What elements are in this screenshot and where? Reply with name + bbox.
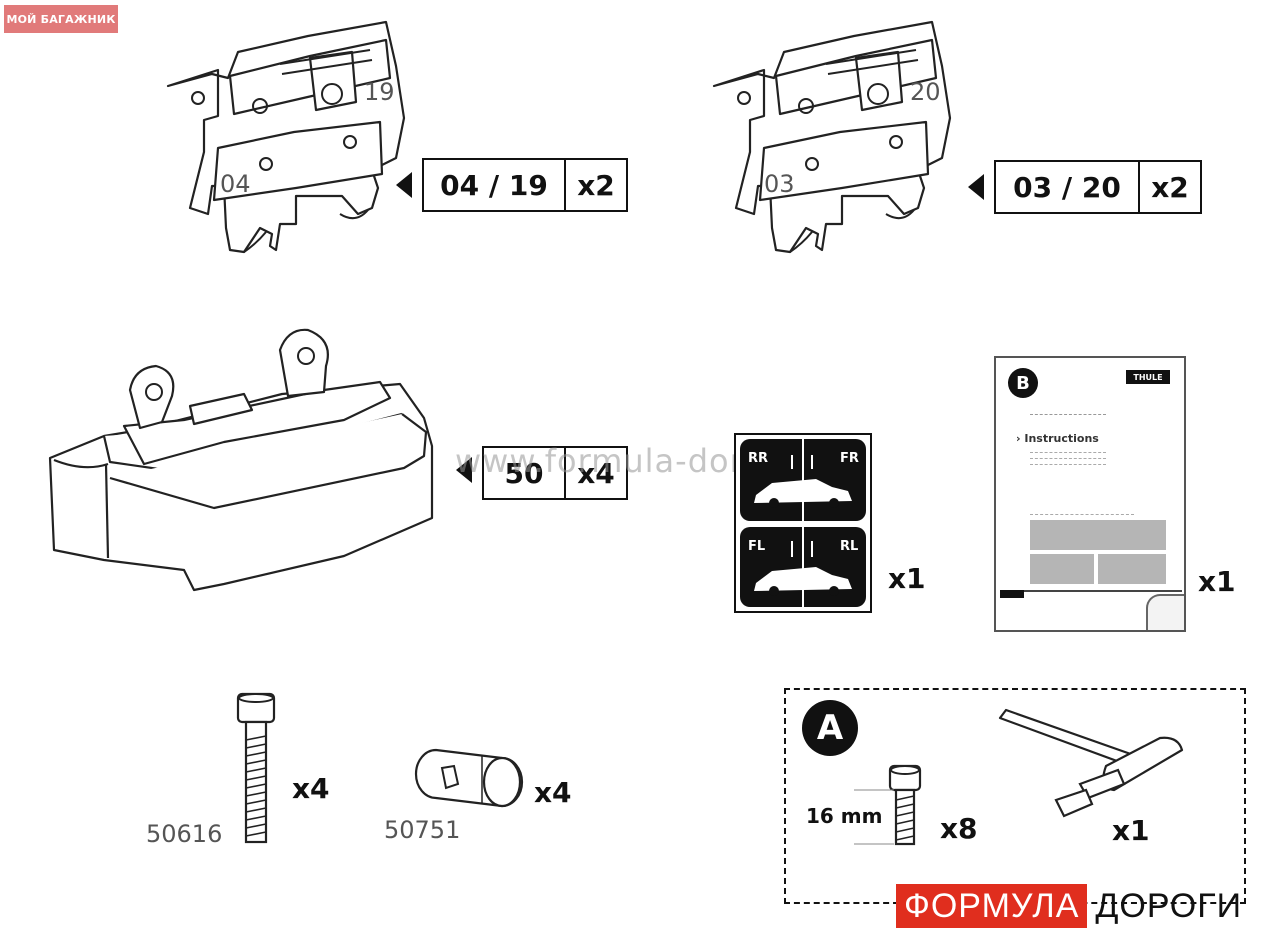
sticker-label-rr: RR xyxy=(748,451,769,466)
screw-icon xyxy=(854,764,922,846)
bracket-b-illustration xyxy=(712,20,952,254)
pointer-arrow-icon xyxy=(396,172,412,198)
bolt-icon xyxy=(236,692,276,844)
manual-heading: › Instructions xyxy=(1016,432,1099,445)
divider xyxy=(1030,414,1106,415)
bracket-a-label: 04 / 19 x2 xyxy=(422,158,628,212)
screw-qty: x8 xyxy=(940,812,978,845)
sticker-graphic xyxy=(740,435,866,611)
sleeve-part-number: 50751 xyxy=(384,816,461,844)
manual-qty: x1 xyxy=(1198,565,1236,598)
foot-pad-label: 50 x4 xyxy=(482,446,628,500)
bracket-a-illustration xyxy=(166,20,406,254)
part-code: 03 / 20 xyxy=(1013,170,1121,204)
bracket-b-number-right: 20 xyxy=(910,78,941,106)
part-qty: x2 xyxy=(1138,162,1200,212)
manual-heading-text: Instructions xyxy=(1024,432,1099,445)
part-qty: x4 xyxy=(564,448,626,498)
manual-badge: B xyxy=(1008,368,1038,398)
pointer-arrow-icon xyxy=(456,457,472,483)
sleeve-icon xyxy=(414,748,524,808)
divider xyxy=(1030,452,1106,453)
sleeve-qty: x4 xyxy=(534,776,572,809)
sticker-qty: x1 xyxy=(888,562,926,595)
foot-pad-illustration xyxy=(48,328,434,592)
placeholder-block xyxy=(1030,554,1094,584)
divider xyxy=(1030,514,1134,515)
logo-black-part: ДОРОГИ xyxy=(1095,886,1243,925)
logo-red-part: ФОРМУЛА xyxy=(896,884,1088,928)
bolt-qty: x4 xyxy=(292,772,330,805)
bracket-a-number-right: 19 xyxy=(364,78,395,106)
bracket-a-number-left: 04 xyxy=(220,170,251,198)
sticker-label-fr: FR xyxy=(840,451,859,466)
screw-length: 16 mm xyxy=(806,804,883,828)
page-curl xyxy=(1146,594,1184,630)
key-qty: x1 xyxy=(1112,814,1150,847)
footer-bar-mark xyxy=(1000,590,1024,598)
placeholder-block xyxy=(1030,520,1166,550)
bolt-part-number: 50616 xyxy=(146,820,223,848)
bracket-b-label: 03 / 20 x2 xyxy=(994,160,1202,214)
sticker-label-fl: FL xyxy=(748,539,766,554)
tool-kit-badge: A xyxy=(802,700,858,756)
site-logo: ФОРМУЛА ДОРОГИ xyxy=(896,884,1250,928)
pointer-arrow-icon xyxy=(968,174,984,200)
sticker-label-rl: RL xyxy=(840,539,859,554)
divider xyxy=(1030,464,1106,465)
part-code: 04 / 19 xyxy=(440,168,548,202)
site-badge: МОЙ БАГАЖНИК xyxy=(4,5,118,33)
brand-logo: THULE xyxy=(1126,370,1170,384)
footer-bar xyxy=(1000,590,1182,600)
part-qty: x2 xyxy=(564,160,626,210)
placeholder-block xyxy=(1098,554,1166,584)
part-code: 50 xyxy=(504,456,544,490)
bracket-b-number-left: 03 xyxy=(764,170,795,198)
divider xyxy=(1030,458,1106,459)
instruction-manual: B THULE › Instructions xyxy=(994,356,1186,632)
position-sticker: RR FR FL RL xyxy=(734,433,872,613)
torx-key-icon xyxy=(998,708,1184,818)
